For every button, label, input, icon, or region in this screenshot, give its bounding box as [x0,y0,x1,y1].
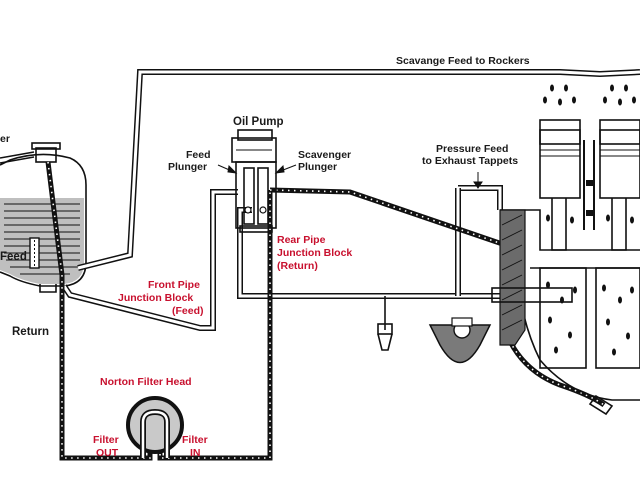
norton-filter-head [126,396,184,458]
label-oil-pump: Oil Pump [233,116,283,128]
label-tank-clipped: er [0,133,10,145]
label-scavenger-plunger-1: Scavenger [298,149,351,161]
label-rear-pipe-3: (Return) [277,260,318,272]
label-norton-filter-head: Norton Filter Head [100,376,192,388]
timing-gear [428,317,492,364]
labels: Scavange Feed to Rockers Oil Pump Feed P… [0,55,530,459]
label-front-pipe-3: (Feed) [172,305,204,317]
label-rear-pipe-1: Rear Pipe [277,234,326,246]
oil-pump [231,129,277,233]
engine [491,119,640,416]
leader-lines [217,164,483,189]
label-filter-out-1: Filter [93,434,119,446]
oil-check-valve [377,296,393,351]
label-filter-in-2: IN [190,447,201,459]
label-return: Return [12,326,49,338]
oil-drops [543,84,636,356]
label-filter-out-2: OUT [96,447,119,459]
label-rear-pipe-2: Junction Block [277,247,352,259]
oil-tank [0,142,87,293]
label-pressure-feed-2: to Exhaust Tappets [422,155,518,167]
label-filter-in-1: Filter [182,434,208,446]
label-pressure-feed-1: Pressure Feed [436,143,508,155]
label-feed: Feed [0,251,27,263]
label-front-pipe-2: Junction Block [118,292,193,304]
label-feed-plunger-2: Plunger [168,161,207,173]
label-scavenger-plunger-2: Plunger [298,161,337,173]
label-front-pipe-1: Front Pipe [148,279,200,291]
label-feed-plunger-1: Feed [186,149,211,161]
label-scavenge-feed: Scavange Feed to Rockers [396,55,530,67]
